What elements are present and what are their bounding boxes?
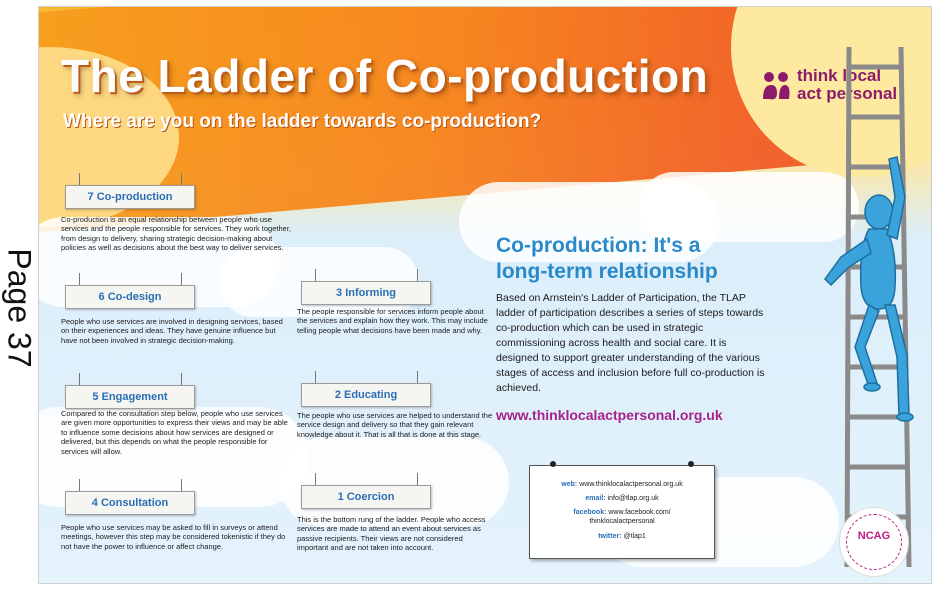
sign-hook <box>417 473 422 487</box>
ladder-illustration <box>824 47 914 567</box>
panel-heading: Co-production: It's a long-term relation… <box>496 234 718 283</box>
cloud <box>39 407 309 507</box>
step-sign: 2 Educating <box>301 383 431 407</box>
step-sign: 5 Engagement <box>65 385 195 409</box>
cloud <box>279 437 509 527</box>
sign-hook <box>315 473 320 487</box>
sign-hook <box>417 371 422 385</box>
sign-hook <box>181 373 186 387</box>
badge-label: NCAG <box>857 530 891 542</box>
climbing-figure <box>824 156 914 422</box>
step-sign: 1 Coercion <box>301 485 431 509</box>
website-link[interactable]: www.thinklocalactpersonal.org.uk <box>496 407 723 423</box>
pin-icon <box>688 461 694 467</box>
sign-hook <box>181 479 186 493</box>
step-description: Co-production is an equal relationship b… <box>61 215 291 253</box>
sign-hook <box>417 269 422 283</box>
step-description: Compared to the consultation step below,… <box>61 409 288 456</box>
contact-facebook-cont: thinklocalactpersonal <box>589 518 655 525</box>
step-sign: 6 Co-design <box>65 285 195 309</box>
tlap-logo-icon <box>763 72 790 100</box>
step-description: This is the bottom rung of the ladder. P… <box>297 515 486 553</box>
step-description: The people responsible for services info… <box>297 307 488 335</box>
step-sign: 7 Co-production <box>65 185 195 209</box>
contact-card: web: www.thinklocalactpersonal.org.uk em… <box>529 461 715 559</box>
panel-body: Based on Arnstein's Ladder of Participat… <box>496 292 765 394</box>
badge-ring <box>846 514 902 570</box>
step-sign: 3 Informing <box>301 281 431 305</box>
sign-hook <box>315 269 320 283</box>
sign-hook <box>79 273 84 287</box>
pin-icon <box>550 461 556 467</box>
contact-twitter: twitter: @tlap1 <box>598 533 646 540</box>
ncag-badge: NCAG <box>839 507 909 577</box>
cloud <box>639 172 859 242</box>
page-number-label: Page 37 <box>1 248 38 368</box>
poster-title: The Ladder of Co-production <box>61 50 709 102</box>
sign-hook <box>79 173 84 187</box>
step-sign: 4 Consultation <box>65 491 195 515</box>
contact-email: email: info@tlap.org.uk <box>585 495 659 502</box>
sign-hook <box>315 371 320 385</box>
sign-hook <box>79 479 84 493</box>
step-description: People who use services may be asked to … <box>61 523 286 551</box>
sign-hook <box>79 373 84 387</box>
sign-hook <box>181 273 186 287</box>
step-description: The people who use services are helped t… <box>297 411 493 439</box>
contact-facebook: facebook: www.facebook.com/ <box>573 509 671 516</box>
poster-subtitle: Where are you on the ladder towards co-p… <box>63 111 542 132</box>
step-description: People who use services are involved in … <box>61 317 283 345</box>
poster: The Ladder of Co-production Where are yo… <box>38 6 932 584</box>
sign-hook <box>181 173 186 187</box>
contact-web: web: www.thinklocalactpersonal.org.uk <box>561 481 683 488</box>
